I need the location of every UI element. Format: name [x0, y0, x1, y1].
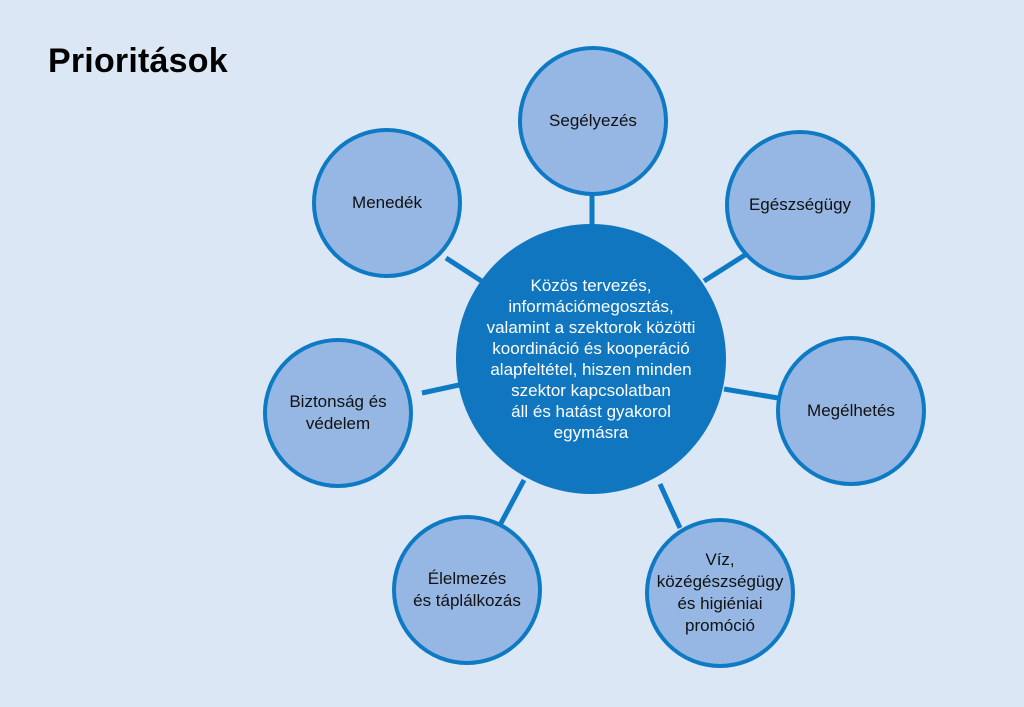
connector-egeszsegugy — [702, 252, 747, 284]
node-label: Víz, közégészségügy és higiéniai promóci… — [656, 550, 784, 635]
node-label: Biztonság és védelem — [289, 392, 387, 433]
node-menedek: Menedék — [312, 128, 462, 278]
node-viz-kozegeszsegugy: Víz, közégészségügy és higiéniai promóci… — [645, 518, 795, 668]
connector-megelhetes — [723, 386, 779, 401]
node-megelhetes: Megélhetés — [776, 336, 926, 486]
connector-viz — [657, 482, 683, 530]
connector-menedek — [444, 255, 485, 285]
node-biztonsag: Biztonság és védelem — [263, 338, 413, 488]
node-elelmezes: Élelmezés és táplálkozás — [392, 515, 542, 665]
node-label: Egészségügy — [748, 195, 852, 214]
center-node-label: Közös tervezés, információmegosztás, val… — [486, 276, 696, 442]
node-label: Élelmezés és táplálkozás — [413, 569, 521, 610]
page-title: Prioritások — [48, 42, 228, 80]
node-egeszsegugy: Egészségügy — [725, 130, 875, 280]
connector-elelmezes — [497, 478, 527, 527]
center-node: Közös tervezés, információmegosztás, val… — [456, 224, 726, 494]
node-label: Menedék — [352, 193, 422, 212]
node-label: Megélhetés — [807, 401, 895, 420]
connector-biztonsag — [421, 382, 460, 396]
node-label: Segélyezés — [549, 111, 637, 130]
node-segelyezes: Segélyezés — [518, 46, 668, 196]
